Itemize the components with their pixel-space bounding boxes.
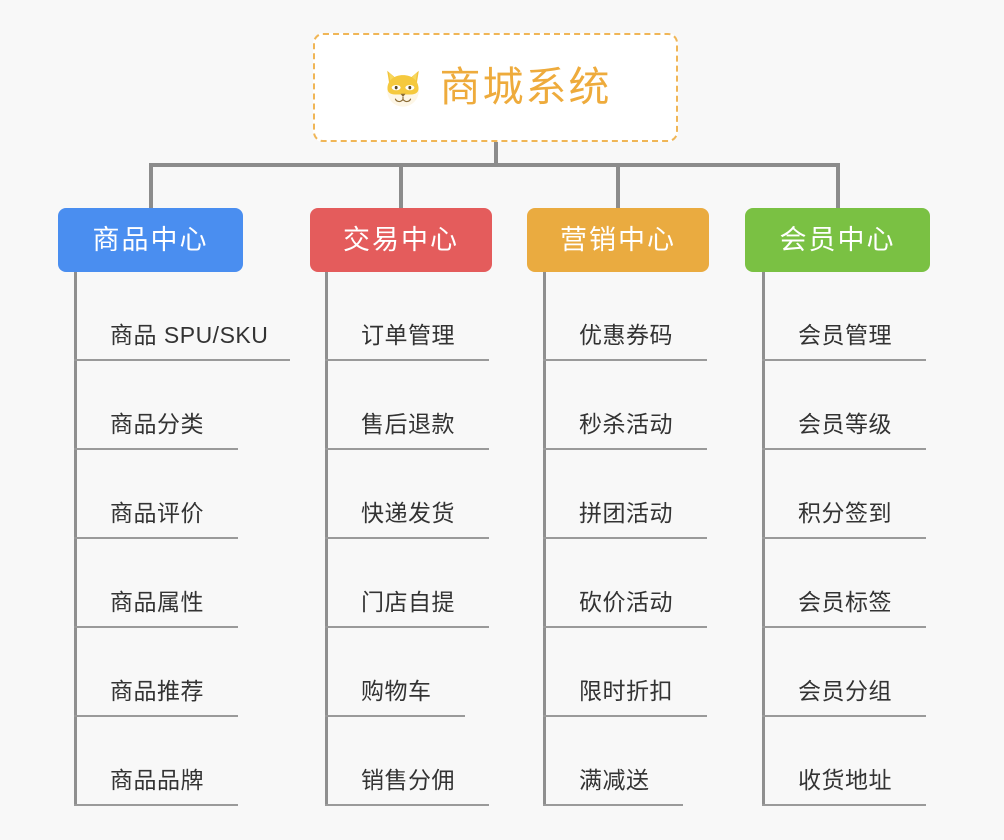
leaf-item-label: 门店自提 (361, 589, 455, 615)
leaf-item-label: 商品属性 (110, 589, 204, 615)
leaf-item-label: 限时折扣 (579, 678, 673, 704)
leaf-item-label: 售后退款 (361, 411, 455, 437)
leaf-item[interactable]: 会员管理 (762, 272, 926, 361)
branch-drop-connector-4 (835, 163, 840, 208)
leaf-item-label: 商品分类 (110, 411, 204, 437)
leaf-item[interactable]: 订单管理 (325, 272, 489, 361)
leaf-item-label: 拼团活动 (579, 500, 673, 526)
leaf-item-label: 积分签到 (798, 500, 892, 526)
horizontal-bus-connector (150, 163, 840, 167)
leaf-item-label: 商品品牌 (110, 767, 204, 793)
leaf-item[interactable]: 秒杀活动 (543, 361, 707, 450)
leaf-item-label: 快递发货 (361, 500, 455, 526)
leaf-item[interactable]: 购物车 (325, 628, 465, 717)
leaf-item[interactable]: 限时折扣 (543, 628, 707, 717)
leaf-item[interactable]: 商品评价 (74, 450, 238, 539)
leaf-item-label: 商品推荐 (110, 678, 204, 704)
leaf-item-label: 砍价活动 (579, 589, 673, 615)
leaf-item[interactable]: 商品 SPU/SKU (74, 272, 290, 361)
category-label: 交易中心 (343, 224, 459, 255)
category-box-3[interactable]: 营销中心 (527, 208, 709, 272)
category-column-4: 会员中心 (745, 208, 930, 272)
leaf-item-label: 会员分组 (798, 678, 892, 704)
column-trunk-3 (543, 272, 546, 806)
leaf-item[interactable]: 积分签到 (762, 450, 926, 539)
leaf-item-label: 会员等级 (798, 411, 892, 437)
root-title: 商城系统 (439, 64, 612, 110)
leaf-item[interactable]: 会员分组 (762, 628, 926, 717)
leaf-item-label: 会员标签 (798, 589, 892, 615)
leaf-item[interactable]: 销售分佣 (325, 717, 489, 806)
category-label: 商品中心 (92, 224, 209, 255)
category-column-1: 商品中心 (58, 208, 243, 272)
leaf-item-label: 收货地址 (798, 767, 892, 793)
leaf-item-label: 订单管理 (361, 322, 455, 348)
leaf-item[interactable]: 门店自提 (325, 539, 489, 628)
root-stem-connector (494, 142, 498, 165)
leaf-item[interactable]: 商品品牌 (74, 717, 238, 806)
leaf-item-label: 商品评价 (110, 500, 204, 526)
leaf-item-label: 满减送 (579, 767, 650, 793)
column-trunk-4 (762, 272, 765, 806)
leaf-item[interactable]: 快递发货 (325, 450, 489, 539)
leaf-item-label: 商品 SPU/SKU (110, 322, 269, 348)
leaf-item[interactable]: 商品属性 (74, 539, 238, 628)
leaf-item[interactable]: 商品推荐 (74, 628, 238, 717)
leaf-item[interactable]: 拼团活动 (543, 450, 707, 539)
branch-drop-connector-1 (148, 163, 153, 208)
category-label: 营销中心 (560, 224, 676, 255)
root-node[interactable]: 商城系统 (313, 33, 678, 142)
leaf-item[interactable]: 优惠券码 (543, 272, 707, 361)
column-trunk-2 (325, 272, 328, 806)
leaf-item-label: 销售分佣 (361, 767, 455, 793)
leaf-item[interactable]: 收货地址 (762, 717, 926, 806)
leaf-item[interactable]: 砍价活动 (543, 539, 707, 628)
category-label: 会员中心 (779, 224, 896, 255)
category-column-2: 交易中心 (310, 208, 492, 272)
leaf-item[interactable]: 商品分类 (74, 361, 238, 450)
leaf-item[interactable]: 会员等级 (762, 361, 926, 450)
leaf-item-label: 秒杀活动 (579, 411, 673, 437)
branch-drop-connector-2 (399, 163, 403, 208)
leaf-item-label: 购物车 (361, 678, 432, 704)
category-column-3: 营销中心 (527, 208, 709, 272)
leaf-item[interactable]: 售后退款 (325, 361, 489, 450)
category-box-4[interactable]: 会员中心 (745, 208, 930, 272)
column-trunk-1 (74, 272, 77, 806)
category-box-2[interactable]: 交易中心 (310, 208, 492, 272)
leaf-item-label: 优惠券码 (579, 322, 673, 348)
branch-drop-connector-3 (616, 163, 620, 208)
shiba-dog-face-icon (380, 65, 426, 111)
leaf-item[interactable]: 满减送 (543, 717, 683, 806)
leaf-item[interactable]: 会员标签 (762, 539, 926, 628)
category-box-1[interactable]: 商品中心 (58, 208, 243, 272)
leaf-item-label: 会员管理 (798, 322, 892, 348)
